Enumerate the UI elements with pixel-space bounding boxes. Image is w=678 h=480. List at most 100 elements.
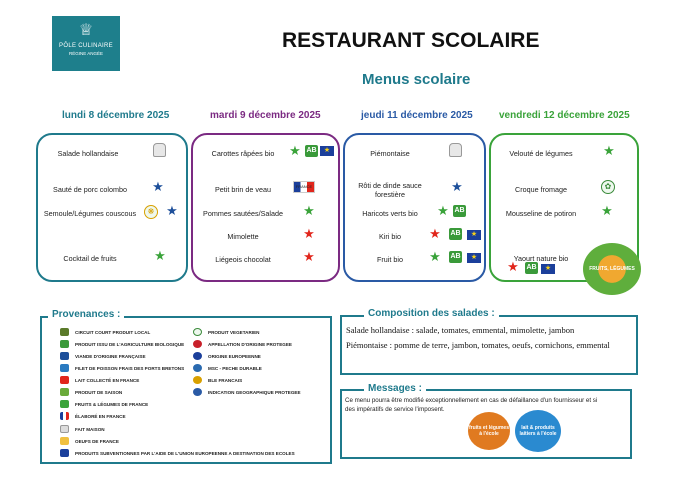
ab-bio-icon: AB [305,145,318,157]
menu-column-monday: Salade hollandaise Sauté de porc colombo… [36,133,188,282]
fruits-legumes-week-badge: FRUITS, LÉGUMES [583,243,641,295]
origine-europeenne-icon [193,352,202,360]
menu-column-friday: Velouté de légumes ★ Croque fromage ✿ Mo… [489,133,639,282]
menu-item: Croque fromage [515,185,567,194]
provenances-box [40,316,332,464]
legend-item: PRODUIT ISSU DE L'AGRICULTURE BIOLOGIQUE [60,340,184,348]
viande-france-flag-icon: FRANCE [293,181,315,193]
menu-column-tuesday: Carottes râpées bio ★ AB ★ Petit brin de… [191,133,340,282]
menu-item: Velouté de légumes [509,149,573,158]
messages-text: Ce menu pourra être modifié exceptionnel… [345,397,598,413]
ble-francais-icon: ❋ [144,205,158,219]
fruits-legumes-france-icon: ★ [303,203,315,218]
eu-subsidy-icon: ★ [467,230,481,240]
legend-item: PRODUIT DE SAISON [60,388,122,396]
menu-item: Carottes râpées bio [211,149,275,158]
logo-sub: RÉGINE ANGÉE [68,51,103,56]
elabore-france-icon: ★ [166,203,178,218]
legend-item: CIRCUIT COURT PRODUIT LOCAL [60,328,150,336]
lait-france-icon: ★ [507,259,519,274]
legend-item: FRUITS & LÉGUMES DE FRANCE [60,400,148,408]
day-thursday-label: jeudi 11 décembre 2025 [361,110,473,121]
viande-francaise-icon: ★ [451,179,463,194]
logo-crown-icon: ♕ [78,22,94,39]
igp-icon [193,388,202,396]
messages-title: Messages : [364,383,426,394]
legend-item: PRODUITS SUBVENTIONNES PAR L'AIDE DE L'U… [60,449,295,457]
aop-icon [193,340,202,348]
menu-item: Liégeois chocolat [215,255,271,264]
fruits-legumes-france-icon [60,400,69,408]
day-tuesday-label: mardi 9 décembre 2025 [210,110,321,121]
legend-item: APPELLATION D'ORIGINE PROTEGEE [193,340,292,348]
logo: ♕ PÔLE CULINAIRE RÉGINE ANGÉE [52,16,120,71]
page-title: RESTAURANT SCOLAIRE [282,29,540,52]
legend-item: BLE FRANCAIS [193,376,242,384]
eu-subsidy-icon: ★ [467,253,481,263]
ab-bio-icon: AB [453,205,466,217]
oeufs-france-icon [60,437,69,445]
day-monday-label: lundi 8 décembre 2025 [62,110,170,121]
menu-item: Yaourt nature bio [513,254,569,263]
fruits-ecole-badge: fruits et légumes à l'école [468,412,510,450]
lait-ecole-badge: lait & produits laitiers à l'école [515,410,561,452]
menu-item: Piémontaise [370,149,410,158]
menu-item: Fruit bio [377,255,403,264]
poisson-icon [60,364,69,372]
legend-item: MSC - PECHE DURABLE [193,364,262,372]
elabore-france-icon [60,412,69,420]
vegetarien-icon: ✿ [601,180,615,194]
menu-item: Pommes sautées/Salade [203,209,283,218]
logo-name: PÔLE CULINAIRE [59,43,113,49]
circuit-court-icon [60,328,69,336]
salad-line: Salade hollandaise : salade, tomates, em… [346,325,575,335]
legend-item: ÉLABORÉ EN FRANCE [60,412,126,420]
fruits-legumes-france-icon: ★ [154,248,166,263]
ab-bio-icon: AB [449,251,462,263]
lait-france-icon: ★ [303,226,315,241]
fait-maison-icon [449,143,462,157]
menu-item: Mousseline de potiron [505,209,577,218]
legend-item: FILET DE POISSON FRAIS DES PORTS BRETONS [60,364,184,372]
legend-item: LAIT COLLECTÉ EN FRANCE [60,376,139,384]
lait-france-icon: ★ [429,226,441,241]
eu-subsidy-icon [60,449,69,457]
menu-item: Kiri bio [379,232,401,241]
fruits-legumes-france-icon: ★ [429,249,441,264]
produit-saison-icon [60,388,69,396]
legend-item: OEUFS DE FRANCE [60,437,119,445]
messages-box [340,389,632,459]
menu-item: Petit brin de veau [215,185,271,194]
legend-item: PRODUIT VEGETARIEN [193,328,259,336]
provenances-title: Provenances : [48,309,125,320]
salad-line: Piémontaise : pomme de terre, jambon, to… [346,340,610,350]
menu-item: Rôti de dinde sauce forestière [358,181,422,199]
msc-icon [193,364,202,372]
menu-item: Semoule/Légumes couscous [43,209,137,218]
ab-bio-icon: AB [525,262,538,274]
menu-item: Cocktail de fruits [63,254,117,263]
page-subtitle: Menus scolaire [362,71,471,88]
fruits-legumes-france-icon: ★ [601,203,613,218]
menu-column-thursday: Piémontaise Rôti de dinde sauce forestiè… [343,133,486,282]
viande-francaise-icon: ★ [152,179,164,194]
viande-francaise-icon [60,352,69,360]
fait-maison-icon [153,143,166,157]
legend-item: VIANDE D'ORIGINE FRANÇAISE [60,352,146,360]
legend-item: INDICATION GEOGRAPHIQUE PROTEGEE [193,388,301,396]
vegetarien-icon [193,328,202,336]
lait-france-icon [60,376,69,384]
day-friday-label: vendredi 12 décembre 2025 [499,110,630,121]
menu-item: Sauté de porc colombo [53,185,127,194]
menu-item: Haricots verts bio [362,209,418,218]
fruits-legumes-france-icon: ★ [603,143,615,158]
eu-subsidy-icon: ★ [320,146,334,156]
legend-item: FAIT MAISON [60,425,105,433]
legend-item: ORIGINE EUROPEENNE [193,352,261,360]
eu-subsidy-icon: ★ [541,264,555,274]
ble-francais-icon [193,376,202,384]
ab-bio-icon: AB [449,228,462,240]
menu-item: Mimolette [227,232,259,241]
ab-bio-icon [60,340,69,348]
menu-item: Salade hollandaise [57,149,119,158]
